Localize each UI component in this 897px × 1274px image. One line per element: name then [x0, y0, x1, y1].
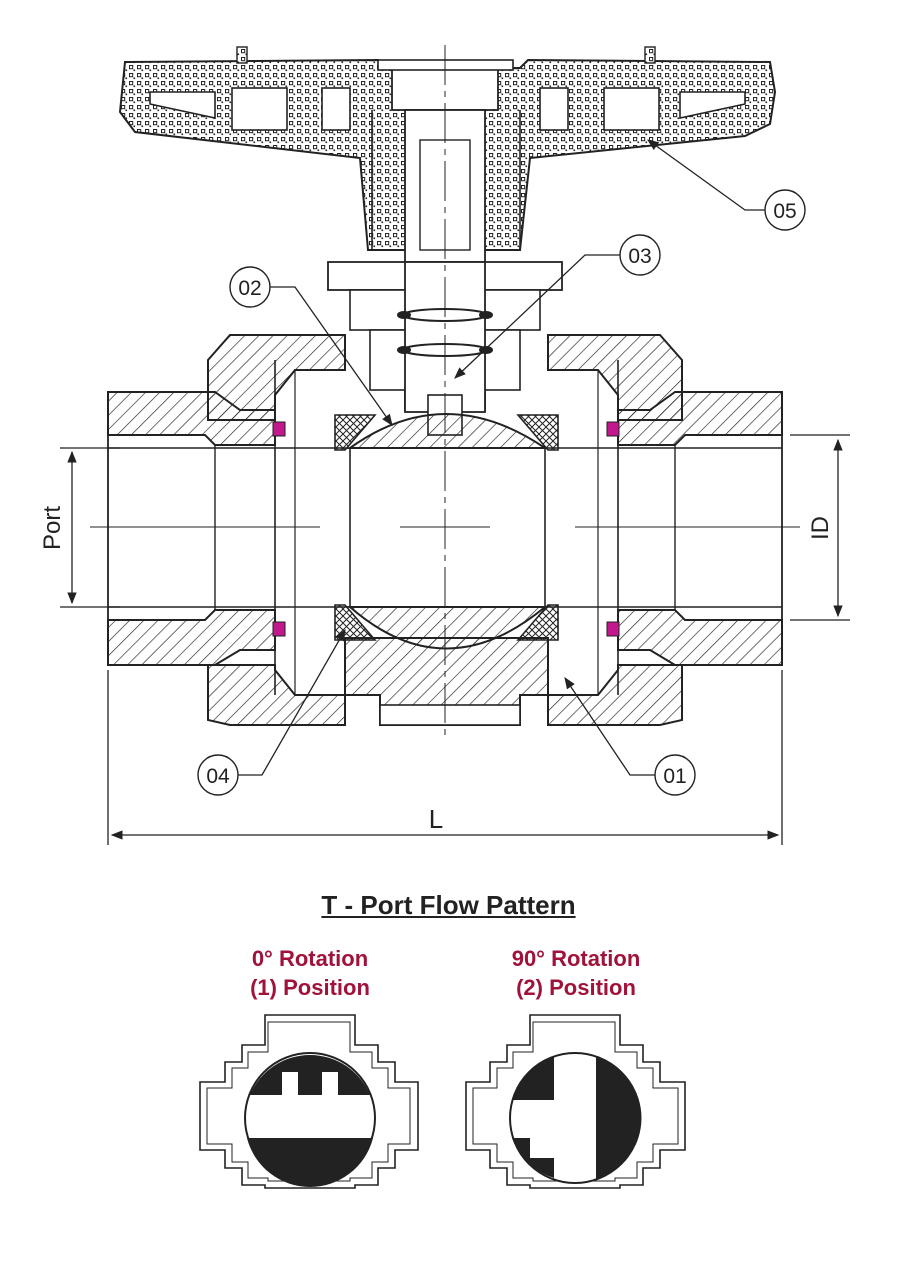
position-1-rotation: 0° Rotation: [251, 946, 369, 971]
position-2-label: (2) Position: [516, 975, 636, 1000]
position-1-caption: 0° Rotation (1) Position: [190, 944, 430, 1002]
flow-diagram-position-1: [199, 1014, 419, 1189]
dimensions: [60, 434, 850, 845]
length-dimension-label: L: [429, 804, 443, 834]
flow-pattern-title: T - Port Flow Pattern: [321, 890, 576, 920]
flow-diagram-position-2: [465, 1014, 686, 1189]
union-nuts: [207, 334, 683, 726]
centerlines: [90, 45, 800, 740]
callouts: [197, 139, 806, 796]
id-dimension-label: ID: [807, 516, 834, 540]
callout-02: 02: [238, 277, 261, 300]
position-2-caption: 90° Rotation (2) Position: [456, 944, 696, 1002]
ball: [346, 413, 549, 650]
position-2-rotation: 90° Rotation: [511, 946, 641, 971]
callout-04: 04: [206, 765, 230, 788]
callout-03: 03: [628, 245, 651, 268]
callout-01: 01: [663, 765, 686, 788]
stem-assembly: [327, 109, 563, 436]
position-1-label: (1) Position: [250, 975, 370, 1000]
end-connectors: [107, 391, 783, 666]
callout-05: 05: [773, 200, 796, 223]
seats: [334, 414, 559, 641]
port-dimension-label: Port: [39, 506, 66, 550]
o-ring-seals: [272, 421, 620, 637]
